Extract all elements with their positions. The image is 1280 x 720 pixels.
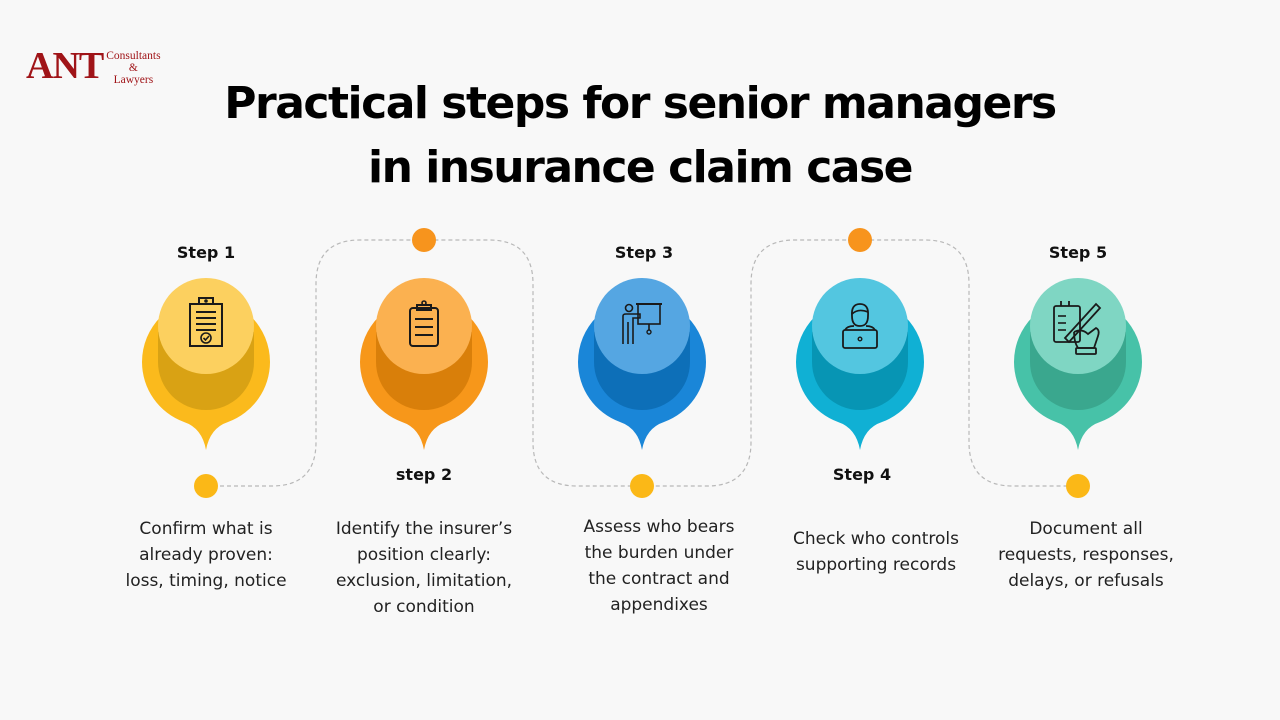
step-1-pin-outer — [142, 298, 270, 450]
step-2-description: Identify the insurer’s position clearly: e… — [324, 516, 524, 620]
step-5-label: Step 5 — [1048, 243, 1108, 262]
description-line: delays, or refusals — [1008, 571, 1164, 591]
step-3-pin-shadow — [594, 332, 690, 410]
step-5-pin-outer — [1014, 298, 1142, 450]
step-5-pin — [1014, 278, 1142, 450]
presenter-board-icon — [622, 303, 662, 344]
description-line: the contract and — [588, 569, 730, 589]
connector-dot-3 — [630, 474, 654, 498]
title-line-1: Practical steps for senior managers — [224, 78, 1057, 129]
logo-sub-line1: Consultants — [106, 50, 161, 62]
description-line: requests, responses, — [998, 545, 1174, 565]
step-5-pin-inner — [1030, 278, 1126, 374]
description-line: already proven: — [139, 545, 273, 565]
step-4-description: Check who controls supporting records — [776, 526, 976, 578]
company-logo: ANT Consultants & Lawyers — [26, 46, 161, 86]
description-line: Assess who bears — [583, 517, 735, 537]
step-4-label: Step 4 — [832, 465, 892, 484]
step-1-pin-inner — [158, 278, 254, 374]
connector-dot-2 — [412, 228, 436, 252]
step-2-pin-shadow — [376, 332, 472, 410]
step-1-label: Step 1 — [176, 243, 236, 262]
dashed-connector — [206, 239, 1078, 487]
step-2-label: step 2 — [395, 465, 453, 484]
hand-writing-notes-icon — [1053, 301, 1102, 355]
description-line: appendixes — [610, 595, 708, 615]
logo-wordmark: ANT — [26, 45, 104, 87]
step-4-pin-shadow — [812, 332, 908, 410]
step-pins — [142, 278, 1142, 450]
connector-dots — [194, 228, 1090, 498]
connector-line — [206, 239, 1078, 487]
step-3-pin — [578, 278, 706, 450]
connector-dot-5 — [1066, 474, 1090, 498]
step-4-pin-outer — [796, 298, 924, 450]
step-2-pin-outer — [360, 298, 488, 450]
description-line: supporting records — [795, 555, 957, 575]
clipboard-list-icon — [409, 300, 439, 347]
step-3-pin-inner — [594, 278, 690, 374]
person-laptop-icon — [842, 303, 878, 349]
logo-sub-line3: Lawyers — [113, 74, 154, 86]
description-line: Confirm what is — [139, 519, 273, 539]
logo-subtitle: Consultants & Lawyers — [106, 50, 160, 86]
step-3-label: Step 3 — [614, 243, 674, 262]
logo-sub-line2: & — [128, 62, 138, 74]
step-4-pin — [796, 278, 924, 450]
title-line-2: in insurance claim case — [367, 142, 914, 193]
page-title: Practical steps for senior managers in i… — [0, 72, 1280, 200]
description-line: loss, timing, notice — [125, 571, 287, 591]
step-5-pin-shadow — [1030, 332, 1126, 410]
step-1-pin-shadow — [158, 332, 254, 410]
step-3-pin-outer — [578, 298, 706, 450]
step-2-pin — [360, 278, 488, 450]
description-line: position clearly: — [357, 545, 491, 565]
description-line: or condition — [373, 597, 475, 617]
step-2-pin-inner — [376, 278, 472, 374]
description-line: Check who controls — [793, 529, 959, 549]
description-line: Identify the insurer’s — [335, 519, 513, 539]
connector-dot-4 — [848, 228, 872, 252]
step-1-description: Confirm what is already proven: loss, timi… — [106, 516, 306, 594]
description-line: the burden under — [584, 543, 734, 563]
description-line: exclusion, limitation, — [335, 571, 513, 591]
step-3-description: Assess who bears the burden under the cont… — [559, 514, 759, 618]
connector-dot-1 — [194, 474, 218, 498]
step-4-pin-inner — [812, 278, 908, 374]
description-line: Document all — [1029, 519, 1143, 539]
step-1-pin — [142, 278, 270, 450]
clipboard-check-icon — [189, 297, 223, 347]
step-5-description: Document all requests, responses, delays, … — [986, 516, 1186, 594]
